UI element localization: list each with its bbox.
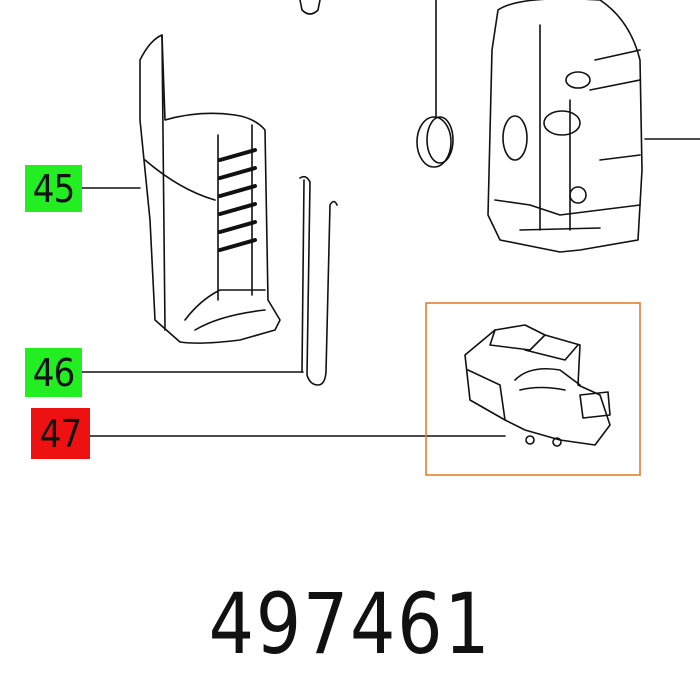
housing-part	[487, 0, 643, 253]
callout-45[interactable]: 45	[25, 165, 82, 212]
callout-45-label: 45	[32, 166, 75, 211]
callout-47-label: 47	[39, 411, 82, 456]
part-47-clip	[464, 324, 611, 447]
part-number: 497461	[208, 575, 492, 673]
highlight-box-47	[425, 302, 641, 476]
part-46-wire	[299, 175, 338, 386]
callout-46-label: 46	[32, 350, 75, 395]
part-45-guard	[139, 34, 281, 344]
callout-47[interactable]: 47	[31, 408, 90, 459]
cap-part	[416, 116, 452, 168]
callout-46[interactable]: 46	[25, 348, 82, 397]
screw-part	[299, 0, 321, 15]
